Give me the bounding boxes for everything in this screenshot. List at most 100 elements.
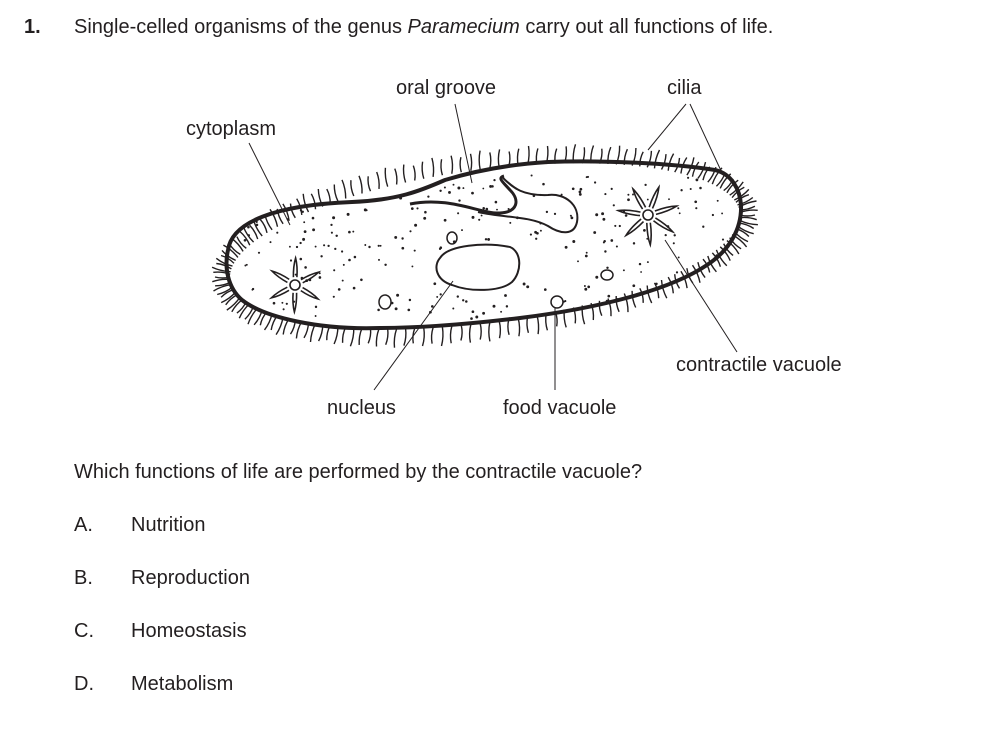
cilium: [223, 244, 239, 258]
granule: [539, 222, 542, 225]
granule: [666, 225, 670, 228]
stem-text-end: carry out all functions of life.: [519, 16, 774, 38]
granule: [255, 220, 258, 224]
granule: [562, 300, 565, 303]
cilium: [498, 321, 502, 339]
granule: [585, 176, 588, 179]
granule: [664, 233, 667, 237]
radiating-canal: [631, 186, 647, 210]
food-vacuole: [378, 294, 392, 310]
cilium: [367, 328, 372, 344]
granule: [377, 244, 380, 247]
option-d[interactable]: D.Metabolism: [74, 673, 233, 696]
granule: [668, 198, 670, 201]
cilium: [384, 167, 389, 187]
granule: [644, 183, 647, 187]
granule: [583, 285, 586, 287]
cilium: [412, 165, 416, 181]
stem-text-start: Single-celled organisms of the genus: [74, 16, 408, 38]
granule: [595, 213, 599, 217]
option-c[interactable]: C.Homeostasis: [74, 620, 247, 643]
granule: [301, 210, 304, 213]
granule: [604, 193, 607, 196]
granule: [587, 285, 591, 289]
granule: [452, 307, 455, 310]
granule: [348, 230, 351, 234]
option-text: Metabolism: [131, 673, 234, 695]
option-letter: A.: [74, 514, 93, 536]
granule: [302, 237, 306, 241]
granule: [711, 213, 715, 217]
oral-groove: [409, 174, 518, 215]
granule: [448, 190, 451, 194]
granule: [577, 260, 579, 263]
granule: [595, 275, 599, 279]
granule: [614, 224, 617, 227]
question-number: 1.: [24, 16, 41, 38]
cilium: [421, 161, 425, 179]
granule: [457, 212, 460, 215]
cilium: [667, 153, 675, 171]
cilium: [719, 173, 732, 189]
cilium: [526, 316, 530, 334]
cilium: [310, 193, 317, 210]
cilium: [478, 150, 481, 170]
granule: [496, 208, 498, 211]
option-b[interactable]: B.Reproduction: [74, 567, 250, 590]
cilium: [646, 285, 653, 304]
option-text: Reproduction: [131, 567, 250, 589]
granule: [672, 242, 675, 245]
granule: [607, 294, 611, 298]
granule: [578, 192, 582, 196]
radiating-canal: [615, 209, 641, 217]
vacuole-center: [289, 279, 301, 291]
granule: [318, 272, 321, 275]
granule: [299, 209, 303, 212]
granule: [399, 196, 403, 200]
granule: [484, 238, 488, 241]
granule: [610, 239, 614, 242]
granule: [627, 193, 630, 196]
granule: [384, 263, 387, 267]
option-a[interactable]: A.Nutrition: [74, 514, 205, 537]
granule: [439, 189, 442, 192]
granule: [314, 305, 318, 309]
radiating-canal: [648, 184, 661, 209]
granule: [410, 207, 414, 210]
granule: [570, 216, 574, 220]
granule: [584, 254, 588, 258]
granule: [443, 218, 447, 222]
granule: [378, 258, 380, 261]
granule: [622, 269, 625, 272]
granule: [482, 187, 485, 190]
cilium: [376, 171, 380, 189]
granule: [632, 284, 636, 288]
granule: [470, 317, 473, 320]
granule: [687, 176, 690, 179]
granule: [615, 245, 618, 248]
cilium: [536, 314, 540, 335]
granule: [471, 310, 475, 314]
granule: [281, 301, 284, 304]
cilium: [459, 157, 462, 173]
granule: [320, 255, 323, 258]
granule: [443, 186, 446, 189]
cilium: [375, 328, 380, 347]
granule: [622, 210, 626, 214]
granule: [494, 200, 498, 204]
granule: [646, 237, 649, 240]
label-contractile-vacuole: contractile vacuole: [676, 354, 842, 376]
granule: [247, 225, 250, 229]
granule: [430, 305, 434, 308]
granule: [285, 302, 288, 305]
cilium: [715, 249, 728, 267]
granule: [530, 174, 533, 177]
food-vacuole: [446, 231, 458, 245]
cilium: [734, 188, 750, 201]
cilium: [341, 179, 347, 199]
granule: [308, 278, 312, 282]
radiating-canal: [654, 205, 680, 216]
granule: [539, 193, 542, 196]
granule: [413, 202, 416, 205]
granule: [247, 234, 251, 237]
